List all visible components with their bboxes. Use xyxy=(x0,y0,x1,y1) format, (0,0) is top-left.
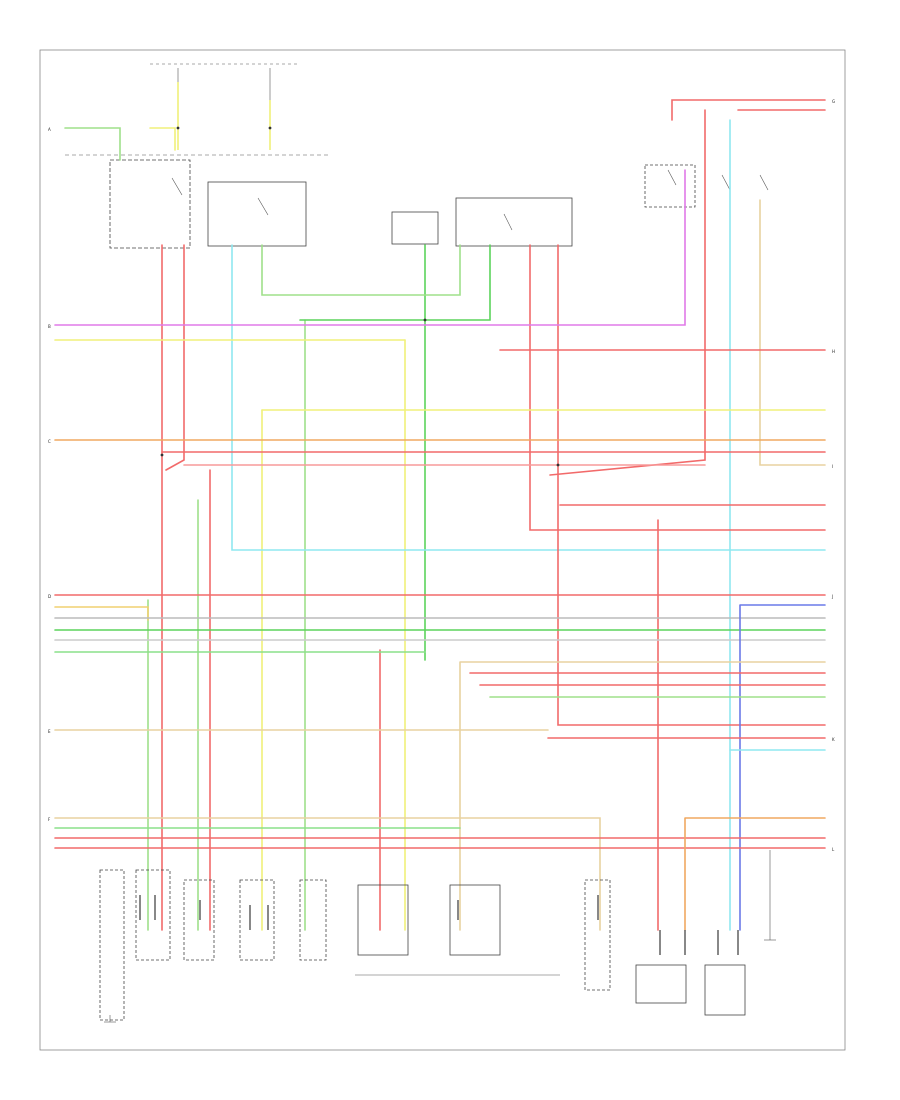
ground-symbol-left xyxy=(104,1015,116,1023)
wire-red-center xyxy=(557,244,826,726)
wire-lightgreen-top xyxy=(261,244,461,296)
relay-box-1 xyxy=(109,159,191,249)
relay-box-5 xyxy=(644,164,696,208)
wire-blue-1 xyxy=(739,604,826,931)
ref-j: J xyxy=(831,594,833,599)
ref-i: I xyxy=(832,464,833,469)
relay-box-2 xyxy=(207,181,307,247)
wire-tan-1 xyxy=(759,199,826,466)
top-fuse-left xyxy=(150,63,300,150)
ref-e: E xyxy=(48,729,51,734)
ref-g: G xyxy=(832,99,835,104)
ref-f: F xyxy=(48,817,51,822)
ref-h: H xyxy=(832,349,835,354)
wire-cyan-1 xyxy=(231,244,826,551)
relay-box-4 xyxy=(455,197,573,247)
edge-refs-left: A B C D E F xyxy=(48,127,51,822)
ref-l: L xyxy=(832,847,835,852)
wire-lightgreen-top2 xyxy=(64,127,121,161)
ref-d: D xyxy=(48,594,51,599)
wire-red-right-1 xyxy=(671,99,826,121)
wire-yellow-top xyxy=(149,127,176,151)
wire-green-mid xyxy=(299,244,491,321)
wire-magenta-1 xyxy=(54,169,686,326)
bottom-components xyxy=(99,869,746,1021)
ref-c: C xyxy=(48,439,51,444)
ref-b: B xyxy=(48,324,51,329)
wire-tan-h4 xyxy=(54,817,601,931)
ref-k: K xyxy=(832,737,835,742)
diagram-frame xyxy=(39,49,846,1051)
ref-a: A xyxy=(48,127,51,132)
splice-points xyxy=(160,126,560,467)
right-ground-symbol xyxy=(764,850,776,941)
wire-orange-h2 xyxy=(684,817,826,931)
wire-red-left-2 xyxy=(165,244,185,471)
connector-ticks xyxy=(139,895,739,955)
relay-box-3 xyxy=(391,211,439,245)
wire-yellow-h3 xyxy=(54,606,149,621)
wire-red-center-2 xyxy=(529,244,826,531)
edge-refs-right: G H I J K L xyxy=(831,99,835,852)
switch-symbols-top xyxy=(171,169,769,231)
wire-red-right-2 xyxy=(549,109,706,476)
